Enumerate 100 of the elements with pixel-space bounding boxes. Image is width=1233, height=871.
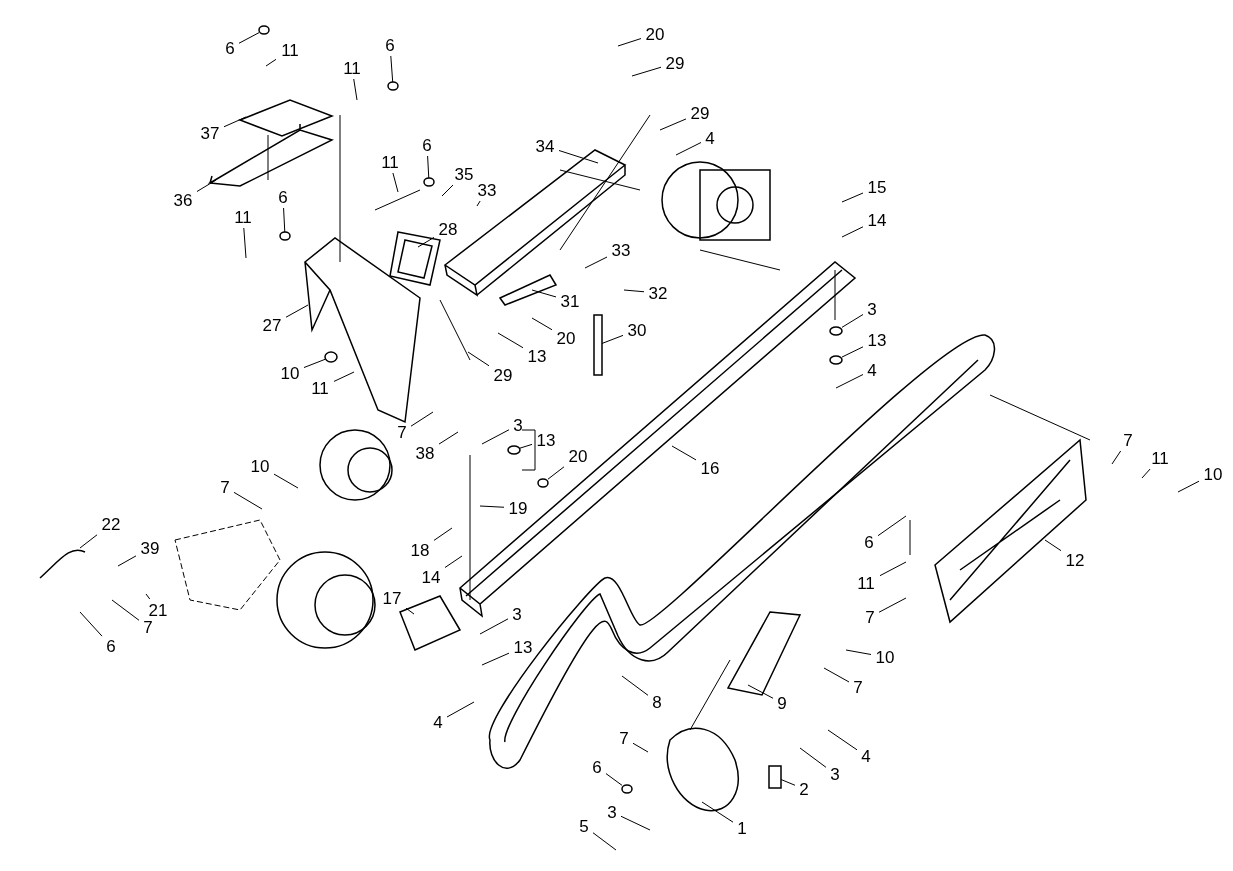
washer-drawing — [621, 784, 633, 794]
callout-number: 7 — [143, 618, 153, 636]
leader-line — [79, 534, 98, 549]
washer-drawing — [279, 231, 291, 241]
leader-line — [390, 55, 394, 83]
leader-line — [283, 207, 286, 233]
callout-number: 33 — [611, 241, 631, 259]
callout-number: 5 — [579, 817, 589, 835]
leader-line — [467, 351, 490, 367]
leader-line — [405, 607, 415, 615]
callout-number: 13 — [513, 638, 533, 656]
leader-line — [303, 358, 326, 369]
leader-line — [601, 334, 624, 344]
callout-number: 9 — [777, 694, 787, 712]
leader-line — [845, 649, 872, 655]
callout-number: 22 — [101, 515, 121, 533]
callout-number: 6 — [864, 533, 874, 551]
leader-line — [835, 374, 864, 389]
leader-line — [519, 443, 533, 449]
leader-line — [481, 652, 510, 666]
leader-line — [841, 226, 864, 238]
leader-line — [333, 371, 355, 382]
leader-line — [558, 150, 599, 164]
leader-line — [878, 597, 907, 613]
callout-number: 1 — [737, 819, 747, 837]
callout-number: 20 — [645, 25, 665, 43]
callout-number: 3 — [830, 765, 840, 783]
callout-number: 10 — [875, 648, 895, 666]
callout-number: 11 — [343, 59, 361, 77]
callout-number: 38 — [415, 444, 435, 462]
leader-line — [827, 729, 858, 751]
callout-number: 7 — [220, 478, 230, 496]
leader-line — [1111, 450, 1122, 465]
callout-number: 14 — [421, 568, 441, 586]
callout-number: 7 — [619, 729, 629, 747]
callout-number: 11 — [311, 379, 329, 397]
leader-line — [433, 527, 453, 541]
leader-line — [1141, 468, 1151, 479]
callout-number: 11 — [281, 41, 299, 59]
leader-line — [823, 667, 850, 683]
leader-line — [841, 314, 864, 328]
callout-number: 2 — [799, 780, 809, 798]
leader-line — [592, 832, 617, 851]
callout-number: 35 — [454, 165, 474, 183]
leader-line — [223, 116, 247, 128]
leader-line — [481, 429, 510, 445]
callout-number: 11 — [234, 208, 252, 226]
leader-line — [497, 332, 524, 349]
callout-number: 6 — [278, 188, 288, 206]
callout-number: 7 — [865, 608, 875, 626]
leader-line — [444, 555, 463, 568]
leader-line — [196, 179, 217, 192]
washer-drawing — [324, 351, 338, 363]
callout-number: 13 — [536, 431, 556, 449]
washer-drawing — [387, 81, 399, 91]
callout-number: 3 — [513, 416, 523, 434]
callout-number: 29 — [493, 366, 513, 384]
callout-number: 37 — [200, 124, 220, 142]
leader-line — [671, 445, 697, 461]
callout-number: 13 — [867, 331, 887, 349]
washer-drawing — [507, 445, 521, 455]
callout-number: 7 — [1123, 431, 1133, 449]
callout-number: 34 — [535, 137, 555, 155]
callout-number: 6 — [422, 136, 432, 154]
leader-line — [659, 118, 687, 131]
callout-number: 29 — [690, 104, 710, 122]
leader-line — [841, 346, 864, 358]
washer-drawing — [537, 478, 549, 488]
callout-number: 11 — [381, 153, 399, 171]
callout-number: 4 — [705, 129, 715, 147]
leader-line — [238, 32, 260, 44]
callout-number: 13 — [527, 347, 547, 365]
washer-drawing — [258, 25, 270, 35]
callout-number: 4 — [433, 713, 443, 731]
leader-line — [675, 142, 702, 156]
callout-number: 15 — [867, 178, 887, 196]
callout-number: 33 — [477, 181, 497, 199]
leader-line — [392, 172, 399, 193]
leader-line — [531, 289, 557, 298]
callout-number: 36 — [173, 191, 193, 209]
callout-number: 3 — [867, 300, 877, 318]
callout-number: 12 — [1065, 551, 1085, 569]
callout-number: 11 — [857, 574, 875, 592]
leader-line — [441, 184, 454, 197]
leader-line — [747, 684, 774, 699]
leader-line — [623, 289, 645, 293]
leader-line — [632, 742, 649, 753]
callout-number: 10 — [280, 364, 300, 382]
leader-line — [879, 561, 907, 577]
leader-line — [841, 192, 864, 203]
washer-drawing — [829, 355, 843, 365]
leader-line — [117, 555, 137, 567]
leader-line — [145, 593, 151, 600]
leader-line — [584, 256, 608, 269]
leader-line — [233, 491, 263, 510]
callout-number: 20 — [556, 329, 576, 347]
callout-number: 6 — [225, 39, 235, 57]
callout-number: 8 — [652, 693, 662, 711]
callout-number: 3 — [512, 605, 522, 623]
callout-number: 20 — [568, 447, 588, 465]
